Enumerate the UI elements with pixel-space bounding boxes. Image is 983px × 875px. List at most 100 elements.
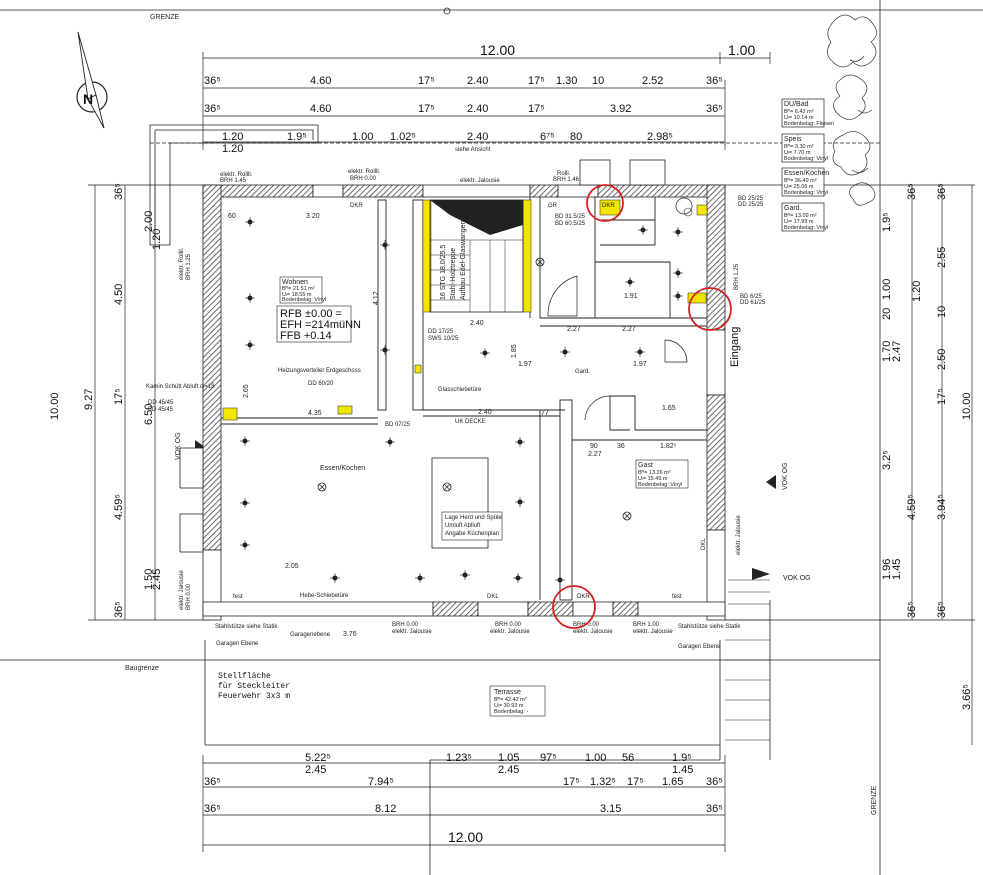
label: Garagen Ebene bbox=[678, 644, 721, 650]
label: DKL bbox=[701, 538, 707, 550]
room-title: Gast bbox=[638, 462, 653, 469]
dim-text: 3.94⁵ bbox=[936, 494, 948, 520]
dim-text: 2.55 bbox=[936, 247, 948, 268]
dim-text: 1.20 bbox=[911, 281, 923, 302]
label: fest bbox=[233, 594, 243, 600]
legend-line: Bodenbelag: Vinyl bbox=[784, 190, 828, 196]
label: BRH 1.45 bbox=[220, 178, 247, 184]
stair-sub: Stahl-Holztreppe bbox=[450, 248, 457, 300]
dim-text: 4.59⁵ bbox=[113, 494, 125, 520]
label: DKR bbox=[577, 594, 590, 600]
dim-text: 36⁵ bbox=[204, 776, 221, 788]
survey-point-icon bbox=[443, 7, 451, 15]
dim-text: 90 bbox=[590, 443, 598, 450]
dim-top-total: 12.00 bbox=[480, 42, 515, 58]
room-title: Wohnen bbox=[282, 279, 308, 286]
dim-text: 17⁵ bbox=[936, 388, 948, 405]
label: BD 07/25 bbox=[385, 422, 411, 428]
halox-point-icon bbox=[480, 348, 490, 358]
bottom-dimensions bbox=[202, 755, 726, 852]
level-box: RFB ±0.00 = EFH =214müNN FFB +0.14 bbox=[276, 305, 361, 343]
label: DKL bbox=[487, 594, 499, 600]
label: elektr. Jalousie bbox=[179, 570, 185, 610]
dim-text: 8.12 bbox=[375, 803, 396, 815]
dim-text: 2.45 bbox=[305, 764, 326, 776]
label: DD 17/25 bbox=[428, 329, 454, 335]
dim-text: 77 bbox=[541, 410, 549, 417]
dim-text: 5.22⁵ bbox=[305, 752, 331, 764]
dim-right-outer: 10.00 bbox=[961, 392, 973, 420]
label: elektr. Rollll. bbox=[348, 169, 381, 175]
dim-text: 2.27 bbox=[588, 451, 602, 458]
dim-row2: 36⁵ 4.60 17⁵ 2.40 17⁵ 3.92 36⁵ bbox=[204, 103, 723, 115]
dim-text: 1.20 bbox=[151, 229, 163, 250]
label: elektr. Jalousie bbox=[490, 629, 530, 635]
top-dimensions bbox=[202, 52, 771, 150]
stellflaeche-line2: für Steckleiter bbox=[218, 682, 290, 691]
dim-text: 1.9⁵ bbox=[672, 752, 692, 764]
dim-text: 1.32⁵ bbox=[590, 776, 616, 788]
dim-text: 36⁵ bbox=[204, 103, 221, 115]
label: BD 45/45 bbox=[148, 407, 174, 413]
label: Heizungsverteiler Erdgeschoss bbox=[278, 368, 361, 374]
toilet-icon bbox=[683, 207, 693, 217]
label: DKR bbox=[602, 203, 615, 209]
ceiling-light-icon bbox=[535, 257, 545, 267]
dim-text: 2.40 bbox=[470, 320, 484, 327]
dim-text: 1.50 bbox=[143, 569, 155, 590]
dim-text: 1.00 bbox=[585, 752, 606, 764]
dim-text: 1.00 bbox=[881, 279, 893, 300]
dim-text: 4.35 bbox=[308, 410, 322, 417]
vok-og-right-2: VOK OG bbox=[783, 575, 811, 582]
label: Kamin Schütt Abluft dᵢ=18 bbox=[146, 384, 215, 390]
plan-labels: elektr. Rollll. BRH 1.45 elektr. Rollll.… bbox=[146, 169, 766, 650]
halox-point-icon bbox=[245, 340, 255, 350]
legend-line: Uₗ= 7.70 m bbox=[784, 150, 811, 156]
dim-text: 36 bbox=[617, 443, 625, 450]
dim-text: 1.9⁵ bbox=[287, 131, 307, 143]
label: GR bbox=[548, 203, 558, 209]
dim-top-extra: 1.00 bbox=[728, 42, 755, 58]
legend-line: Bᴿ= 36.49 m² bbox=[784, 177, 817, 184]
exterior-walls bbox=[202, 184, 726, 621]
dim-bottom-rowC: 36⁵ 8.12 3.15 36⁵ bbox=[204, 803, 723, 815]
label: DKR bbox=[350, 203, 363, 209]
room-essen-label: Essen/Kochen bbox=[320, 465, 365, 472]
halox-point-icon bbox=[330, 573, 340, 583]
dim-row3: 1.20 1.9⁵ 1.00 1.02⁵ 2.40 6⁷⁵ 80 2.98⁵ 1… bbox=[222, 131, 673, 155]
dim-text: 4.59⁵ bbox=[906, 494, 918, 520]
dim-text: 1.20 bbox=[222, 143, 243, 155]
room-gard-label: Gard. bbox=[575, 369, 590, 375]
dim-text: 36⁵ bbox=[906, 601, 918, 618]
dim-left-outer: 10.00 bbox=[49, 392, 61, 420]
dim-text: 1.70 bbox=[881, 341, 893, 362]
dim-right-col2: 36⁵ 2.55 1.20 10 2.50 17⁵ 3.94⁵ 1.45 36⁵ bbox=[891, 183, 948, 618]
label: Glasschiebetüre bbox=[438, 387, 482, 393]
label: BRH 0.00 bbox=[392, 622, 419, 628]
label: SWS 10/25 bbox=[428, 336, 459, 342]
legend-line: Bodenbelag: Vinyl bbox=[784, 156, 828, 162]
dim-text: 2.40 bbox=[467, 131, 488, 143]
kitchen-island: Lage Herd und Spüle Umluft Ablluft Angab… bbox=[431, 457, 502, 549]
dim-text: 36⁵ bbox=[936, 183, 948, 200]
level-ffb: FFB +0.14 bbox=[280, 330, 332, 342]
legend-line: Bodenbelag: Vinyl bbox=[784, 225, 828, 231]
dim-text: 2.40 bbox=[467, 75, 488, 87]
halox-point-icon bbox=[625, 277, 635, 287]
kitchen-note: Angabe Küchenplan bbox=[445, 531, 499, 537]
legend-item: DU/Bad Bᴿ= 6.43 m² Uₗ= 10.14 m Bodenbela… bbox=[781, 98, 834, 128]
dim-text: 1.65 bbox=[662, 405, 676, 412]
dim-text: 3.76 bbox=[343, 631, 357, 638]
label: elektr. Rollll. bbox=[179, 247, 185, 280]
legend-line: Bᴿ= 13.09 m² bbox=[784, 212, 817, 219]
dim-text: 17⁵ bbox=[528, 75, 545, 87]
dim-text: 1.97 bbox=[518, 361, 532, 368]
staircase: 16 STG 18.0/25.5 Stahl-Holztreppe Aufbau… bbox=[429, 199, 524, 313]
halox-point-icon bbox=[245, 293, 255, 303]
label: BRH 0.00 bbox=[495, 622, 522, 628]
label: UK DECKE bbox=[455, 419, 486, 425]
dim-text: 1.82⁵ bbox=[660, 443, 677, 450]
level-marker-icon bbox=[752, 568, 770, 580]
legend-line: Uₗ= 25.06 m bbox=[784, 184, 814, 190]
